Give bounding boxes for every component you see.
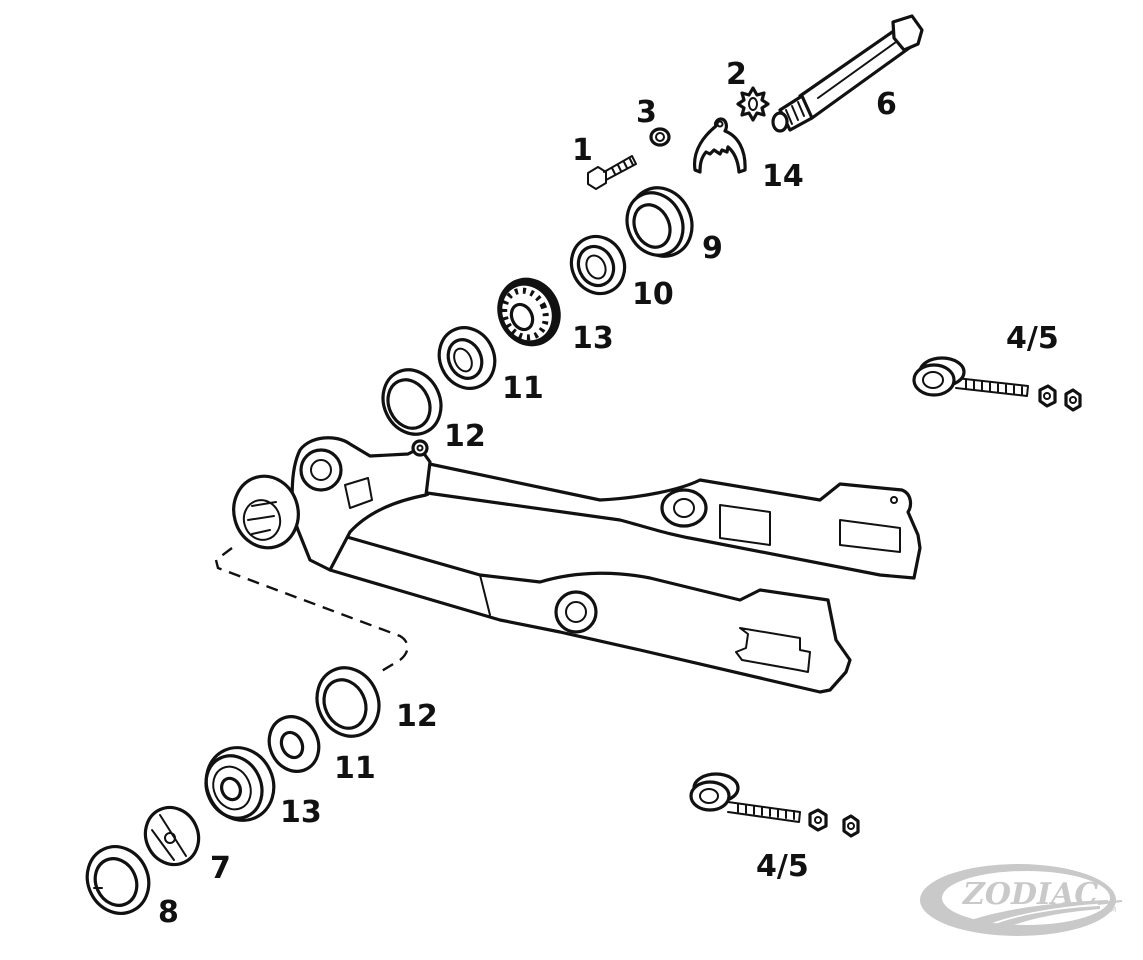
part-14-lock-plate (692, 117, 747, 174)
part-12-seal-upper (381, 368, 443, 436)
part-4-5-adjuster-lower (689, 772, 860, 838)
assembly-dashed-line (214, 547, 409, 674)
callout-11-lower: 11 (334, 751, 376, 786)
callout-3: 3 (636, 95, 657, 130)
part-13-bearing-lower (204, 746, 276, 822)
callout-6: 6 (876, 87, 897, 122)
callout-12-upper: 12 (444, 419, 486, 454)
callout-1: 1 (572, 133, 593, 168)
callout-13-lower: 13 (280, 795, 322, 830)
part-12-seal-lower (315, 666, 381, 738)
part-1-bolt (587, 155, 637, 190)
part-7-cap (143, 805, 201, 867)
callout-9: 9 (702, 231, 723, 266)
callout-7: 7 (210, 851, 231, 886)
part-4-5-adjuster-upper (912, 356, 1082, 412)
part-10-spacer (569, 234, 627, 296)
callout-10: 10 (632, 277, 674, 312)
callout-13-upper: 13 (572, 321, 614, 356)
part-11-washer-lower (267, 715, 321, 773)
callout-4-5-lower: 4/5 (756, 849, 809, 884)
part-11-washer-upper (437, 326, 497, 390)
callout-14: 14 (762, 159, 804, 194)
callout-8: 8 (158, 895, 179, 930)
part-2-star-washer (736, 86, 770, 122)
callout-11-upper: 11 (502, 371, 544, 406)
part-3-nut (649, 127, 671, 147)
zodiac-logo-mark (920, 864, 1122, 936)
callout-2: 2 (726, 57, 747, 92)
trademark-symbol: TM (1106, 906, 1117, 914)
part-6-pivot-shaft (771, 14, 924, 133)
callout-4-5-upper: 4/5 (1006, 321, 1059, 356)
part-9-housing-cup (625, 186, 694, 258)
part-13-bearing-upper (497, 277, 561, 347)
callout-12-lower: 12 (396, 699, 438, 734)
zodiac-logo-text: ZODIAC (963, 877, 1099, 912)
swingarm (232, 436, 922, 694)
part-8-retaining-ring (85, 845, 151, 915)
